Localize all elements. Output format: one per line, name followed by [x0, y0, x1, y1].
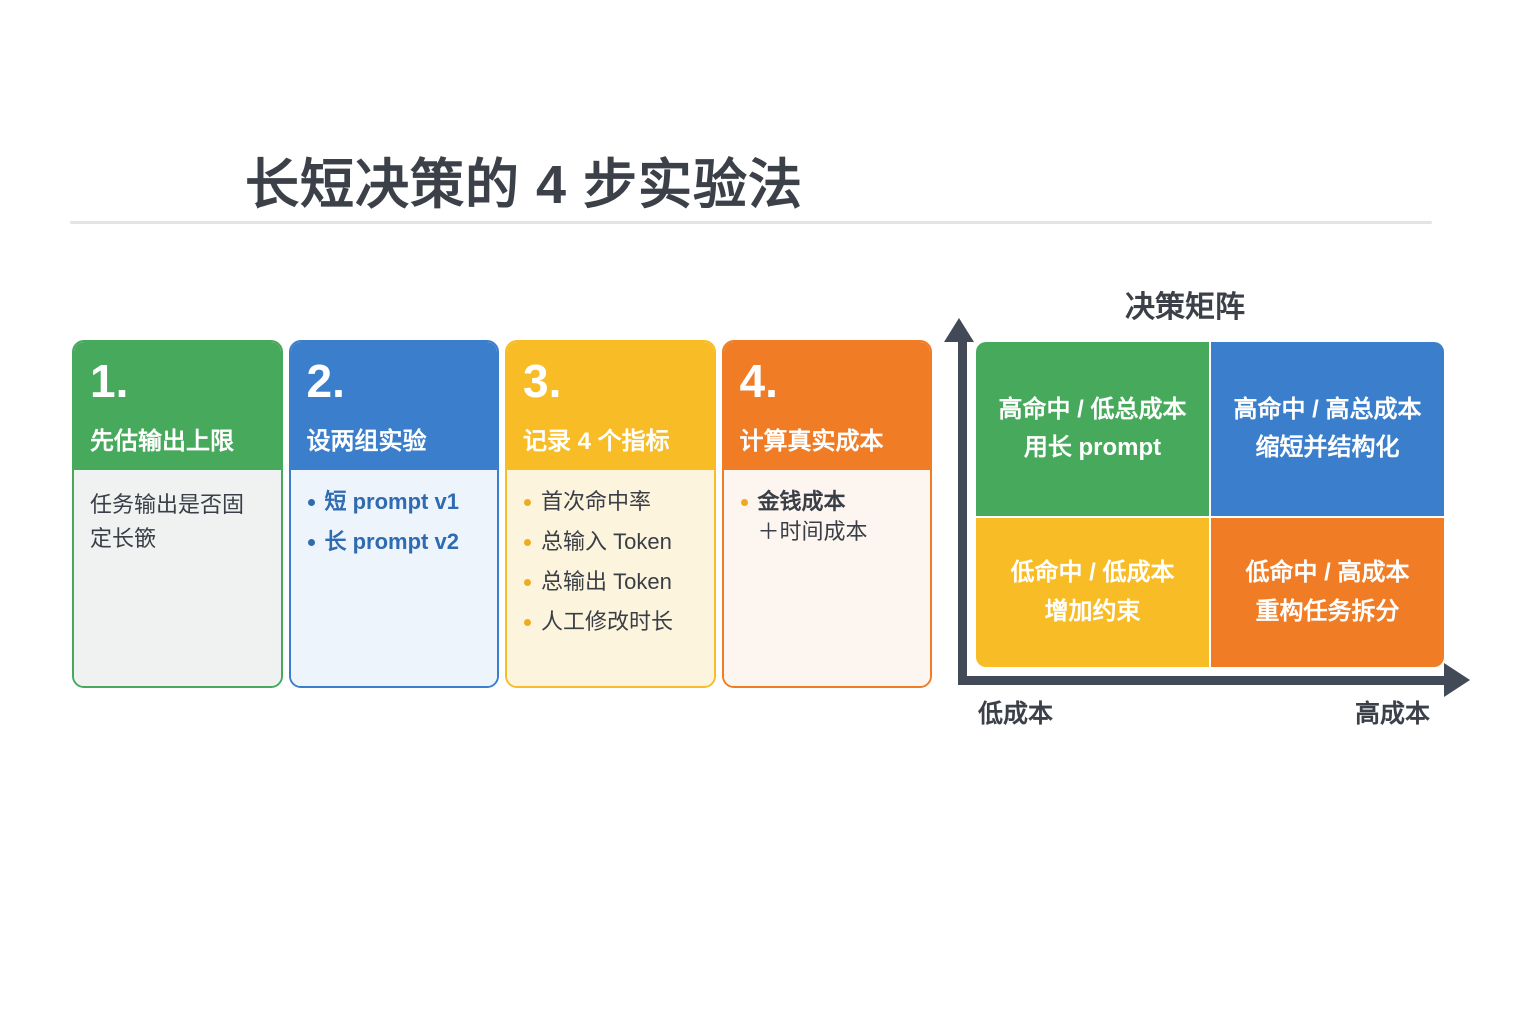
- quadrant-line-1: 低命中 / 低成本: [1010, 559, 1175, 587]
- step-card-2-heading: 设两组实验: [306, 428, 427, 455]
- list-item: 人工修改时长: [523, 608, 698, 636]
- arrow-right-icon: [1444, 663, 1470, 697]
- step-card-list: 1. 先估输出上限 任务输出是否固定长篏 2. 设两组实验 短 prompt v…: [72, 340, 932, 688]
- step-card-1-paragraph: 任务输出是否固定长篏: [90, 492, 245, 552]
- step-card-1: 1. 先估输出上限 任务输出是否固定长篏: [72, 340, 283, 688]
- step-card-2-header: 2. 设两组实验: [290, 342, 497, 470]
- quadrant-line-1: 高命中 / 高总成本: [1233, 395, 1422, 423]
- step-card-4-bullet-list: 金钱成本: [740, 488, 915, 516]
- matrix-x-axis-line: [958, 676, 1448, 685]
- list-item: 长 prompt v2: [307, 528, 482, 556]
- list-item: 首次命中率: [523, 488, 698, 516]
- step-card-3-heading: 记录 4 个指标: [523, 428, 670, 455]
- quadrant-line-1: 低命中 / 高成本: [1245, 559, 1410, 587]
- x-axis-label-high: 高成本: [1355, 700, 1431, 728]
- list-item: 总输出 Token: [523, 568, 698, 596]
- quadrant-high-hit-high-cost: 高命中 / 高总成本 缩短并结构化: [1211, 342, 1444, 516]
- step-card-3: 3. 记录 4 个指标 首次命中率 总输入 Token 总输出 Token 人工…: [505, 340, 716, 688]
- step-card-2-bullet-list: 短 prompt v1 长 prompt v2: [307, 488, 482, 556]
- list-item: 金钱成本: [740, 488, 915, 516]
- quadrant-low-hit-high-cost: 低命中 / 高成本 重构任务拆分: [1211, 518, 1444, 667]
- matrix-quadrant-grid: 高命中 / 低总成本 用长 prompt 高命中 / 高总成本 缩短并结构化 低…: [976, 342, 1444, 667]
- step-card-3-number: 3.: [523, 355, 562, 407]
- x-axis-label-low: 低成本: [978, 700, 1054, 728]
- page-title: 长短决策的 4 步实验法: [245, 155, 804, 215]
- quadrant-line-2: 缩短并结构化: [1255, 434, 1400, 461]
- step-card-1-heading: 先估输出上限: [90, 428, 234, 455]
- matrix-y-axis-line: [958, 340, 967, 685]
- step-card-1-number: 1.: [90, 355, 129, 407]
- quadrant-line-2: 用长 prompt: [1023, 434, 1162, 461]
- step-card-3-body: 首次命中率 总输入 Token 总输出 Token 人工修改时长: [507, 470, 714, 686]
- step-card-2-body: 短 prompt v1 长 prompt v2: [290, 470, 497, 686]
- step-card-4-header: 4. 计算真实成本: [723, 342, 930, 470]
- title-divider: [70, 221, 1432, 224]
- decision-matrix: 决策矩阵 高命中 / 低总成本 用长 prompt 高命中 / 高总成本 缩短并…: [944, 270, 1490, 750]
- quadrant-line-2: 重构任务拆分: [1255, 597, 1400, 625]
- step-card-4-subline: ＋时间成本: [757, 519, 868, 545]
- step-card-3-bullet-list: 首次命中率 总输入 Token 总输出 Token 人工修改时长: [523, 488, 698, 637]
- list-item: 总输入 Token: [523, 528, 698, 556]
- quadrant-high-hit-low-cost: 高命中 / 低总成本 用长 prompt: [976, 342, 1209, 516]
- list-item: 短 prompt v1: [307, 488, 482, 516]
- quadrant-line-2: 增加约束: [1044, 597, 1141, 625]
- step-card-4-body: 金钱成本 ＋时间成本: [723, 470, 930, 686]
- step-card-4: 4. 计算真实成本 金钱成本 ＋时间成本: [721, 340, 932, 688]
- arrow-up-icon: [944, 318, 974, 342]
- step-card-1-body: 任务输出是否固定长篏: [74, 470, 281, 686]
- step-card-4-heading: 计算真实成本: [739, 428, 884, 455]
- step-card-2-number: 2.: [306, 355, 345, 407]
- step-card-1-header: 1. 先估输出上限: [74, 342, 281, 470]
- step-card-3-header: 3. 记录 4 个指标: [507, 342, 714, 470]
- step-card-2: 2. 设两组实验 短 prompt v1 长 prompt v2: [288, 340, 499, 688]
- step-card-4-number: 4.: [739, 355, 778, 407]
- quadrant-line-1: 高命中 / 低总成本: [998, 395, 1187, 423]
- matrix-title: 决策矩阵: [1125, 291, 1245, 324]
- quadrant-low-hit-low-cost: 低命中 / 低成本 增加约束: [976, 518, 1209, 667]
